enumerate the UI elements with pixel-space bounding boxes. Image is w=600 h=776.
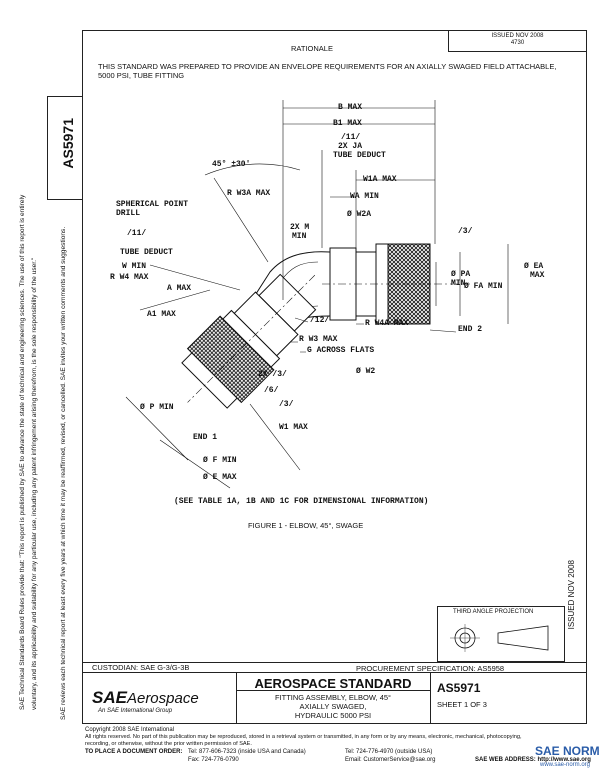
dimension-label: R W3A MAX (227, 189, 271, 198)
dimension-label: /12/ (310, 316, 330, 325)
copyright: Copyright 2008 SAE International (85, 727, 175, 733)
rationale-heading: RATIONALE (291, 44, 333, 53)
side-note-1: SAE Technical Standards Board Rules prov… (19, 194, 26, 710)
dimension-label: MIN (451, 279, 466, 288)
dimension-label: B1 MAX (333, 119, 362, 128)
rationale-statement: THIS STANDARD WAS PREPARED TO PROVIDE AN… (98, 62, 557, 80)
dimension-label: Ø W2A (347, 210, 372, 219)
email: Email: CustomerService@sae.org (345, 757, 436, 763)
projection-label: THIRD ANGLE PROJECTION (453, 609, 534, 615)
end-1-body (181, 273, 317, 409)
order-label: TO PLACE A DOCUMENT ORDER: (85, 749, 183, 755)
elbow-fitting-drawing (125, 100, 509, 489)
part-desc-2: AXIALLY SWAGED, (299, 702, 367, 711)
dimension-label: W MIN (122, 262, 147, 271)
projection-box (437, 606, 565, 662)
dimension-label: Ø F MIN (203, 456, 237, 465)
watermark-url: www.sae-norm.org (540, 762, 591, 768)
logo-tagline: An SAE International Group (98, 708, 173, 714)
dimension-label: W1A MAX (363, 175, 397, 184)
sae-logo: SAEAerospace (92, 688, 199, 708)
as-number: AS5971 (437, 681, 481, 695)
rights-notice: All rights reserved. No part of this pub… (85, 734, 522, 740)
dimension-label: END 1 (193, 433, 218, 442)
doc-number-box (47, 96, 83, 200)
part-desc-1: FITTING ASSEMBLY, ELBOW, 45° (274, 693, 392, 702)
dimension-label: /11/ (341, 133, 361, 142)
dimension-label: A MAX (167, 284, 192, 293)
table-note: (SEE TABLE 1A, 1B AND 1C FOR DIMENSIONAL… (174, 497, 429, 506)
dimension-lines (125, 100, 509, 489)
watermark: SAE NORM (535, 744, 600, 758)
dimension-label: MIN (292, 232, 307, 241)
dimension-label: Ø E MAX (203, 473, 237, 482)
right-issued-vertical: ISSUED NOV 2008 (567, 560, 576, 630)
third-angle-symbol (450, 624, 549, 652)
issued-note: ISSUED NOV 2008 4730 (491, 33, 544, 46)
end-2-body (322, 243, 470, 325)
dimension-label: /3/ (458, 227, 473, 236)
dimension-label: /6/ (264, 386, 279, 395)
sheet-number: SHEET 1 OF 3 (437, 700, 487, 709)
title-block (82, 662, 587, 724)
part-desc-3: HYDRAULIC 5000 PSI (294, 711, 372, 720)
tel-outside: Tel: 724-776-4970 (outside USA) (345, 749, 433, 755)
dimension-label: G ACROSS FLATS (307, 346, 375, 355)
custodian: CUSTODIAN: SAE G-3/G-3B (92, 663, 190, 672)
logo-sae-text: SAE (92, 688, 127, 707)
dimension-label: 2X JA (338, 142, 363, 151)
figure-caption: FIGURE 1 - ELBOW, 45°, SWAGE (248, 521, 364, 530)
dimension-label: END 2 (458, 325, 483, 334)
title-vline-2 (430, 672, 431, 724)
rights-notice-2: recording, or otherwise, without the pri… (85, 741, 252, 747)
dimension-label: 45° ±30' (212, 160, 251, 169)
title-vline-1 (236, 672, 237, 724)
dimension-label: MAX (530, 271, 545, 280)
dimension-label: Ø W2 (356, 367, 376, 376)
dimension-label: A1 MAX (147, 310, 176, 319)
procurement-spec: PROCUREMENT SPECIFICATION: AS5958 (356, 664, 505, 673)
dimension-label: Ø P MIN (140, 403, 174, 412)
standard-title: AEROSPACE STANDARD (254, 676, 412, 691)
dimension-label: R W4 MAX (110, 273, 149, 282)
dimension-label: TUBE DEDUCT (120, 248, 173, 257)
title-hline (236, 690, 430, 691)
dimension-label: Ø PA (451, 270, 471, 279)
side-note-3: SAE reviews each technical report at lea… (60, 226, 67, 720)
dimension-label: Ø EA (524, 262, 544, 271)
dimension-label: Ø FA MIN (464, 282, 503, 291)
dimension-label: 2X M (290, 223, 310, 232)
title-divider (82, 672, 587, 673)
fax: Fax: 724-776-0790 (188, 757, 239, 763)
dimension-label: W1 MAX (279, 423, 308, 432)
leader-lines (290, 317, 457, 353)
dimension-label: R W4A MAX (365, 319, 409, 328)
dimension-label: WA MIN (350, 192, 379, 201)
dimension-label: TUBE DEDUCT (333, 151, 386, 160)
dimension-label: 2X /3/ (258, 370, 287, 379)
issued-note-box (448, 30, 587, 52)
dimension-label: /11/ (127, 229, 147, 238)
dimension-label: DRILL (116, 209, 141, 218)
side-note-2: voluntary, and its applicability and sui… (31, 257, 38, 710)
web-address: SAE WEB ADDRESS: http://www.sae.org (475, 757, 591, 763)
tel-us: Tel: 877-606-7323 (inside USA and Canada… (188, 749, 306, 755)
doc-number-vertical: AS5971 (60, 118, 76, 169)
dimension-label: B MAX (338, 103, 363, 112)
dimension-label: SPHERICAL POINT (116, 200, 189, 209)
dimension-label: R W3 MAX (299, 335, 338, 344)
logo-aerospace-text: Aerospace (126, 690, 199, 707)
dimension-label: /3/ (279, 400, 294, 409)
